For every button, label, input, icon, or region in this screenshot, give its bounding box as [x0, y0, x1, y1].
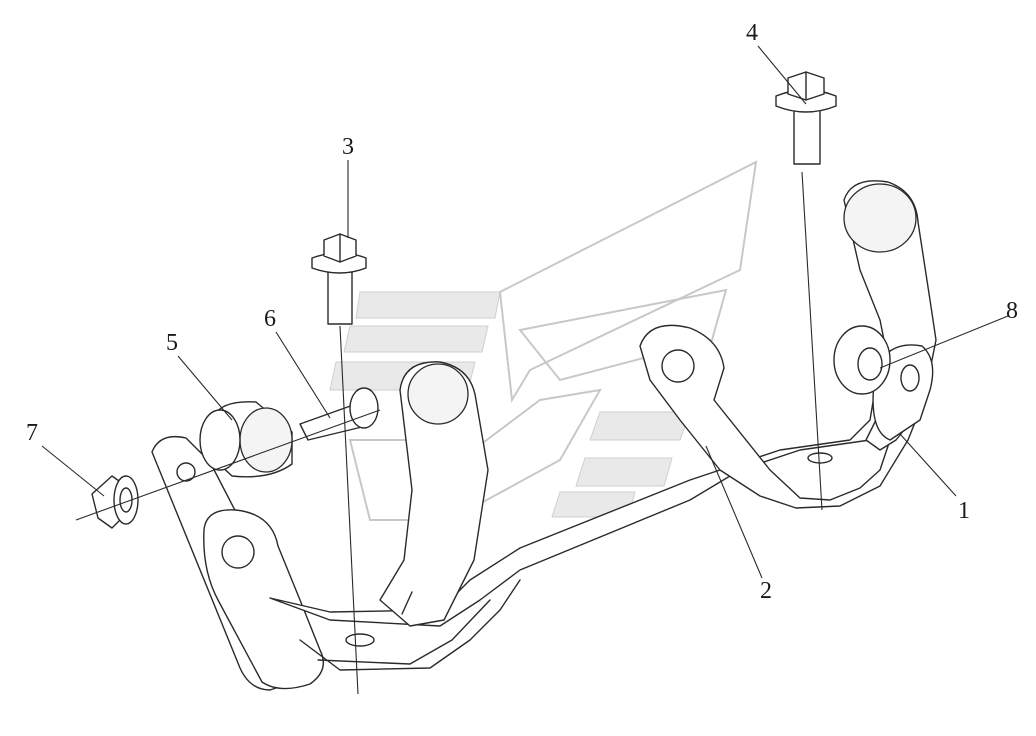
callout-labels: 3 4 5 6 7 8 1 2 — [26, 20, 1018, 604]
callout-4: 4 — [746, 20, 758, 46]
callout-1: 1 — [958, 498, 970, 524]
callout-3: 3 — [342, 134, 354, 160]
callout-2: 2 — [760, 578, 772, 604]
callout-8: 8 — [1006, 298, 1018, 324]
watermark-logo — [329, 160, 758, 522]
bushing-sleeve — [199, 401, 293, 478]
assembly-axis-lines — [75, 171, 823, 695]
flange-bolt-left — [311, 233, 367, 325]
callout-6: 6 — [264, 306, 276, 332]
callout-5: 5 — [166, 330, 178, 356]
leader-lines — [41, 45, 1009, 579]
pivot-pin — [299, 387, 379, 441]
callout-7: 7 — [26, 420, 38, 446]
bracket-frame — [151, 180, 937, 691]
flange-nut — [91, 475, 139, 529]
flange-bolt-right — [775, 71, 837, 165]
